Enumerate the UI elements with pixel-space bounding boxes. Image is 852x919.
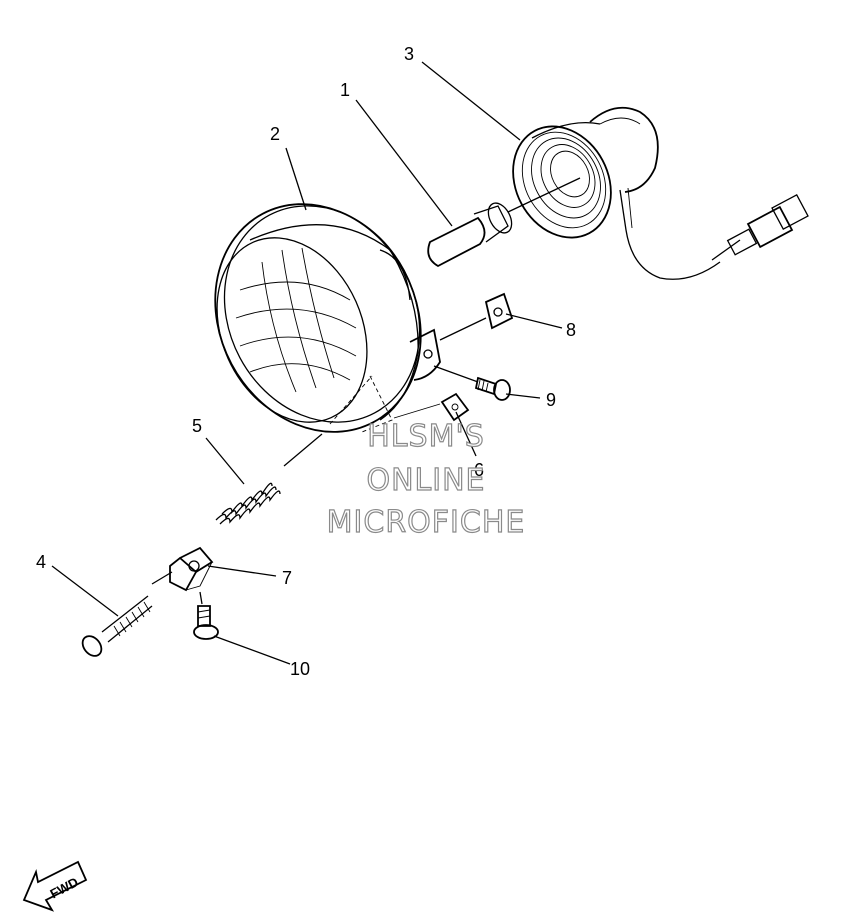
callout-9: 9	[546, 390, 556, 410]
part-8-nut-clip[interactable]	[484, 292, 514, 330]
part-1-bulb[interactable]	[427, 177, 581, 268]
watermark-line-1: HLSM'S	[367, 419, 485, 454]
part-7-bracket[interactable]	[169, 546, 214, 592]
part-3-socket-boot[interactable]	[494, 106, 721, 280]
watermark-line-3: MICROFICHE	[327, 505, 526, 540]
watermark: HLSM'S ONLINE MICROFICHE	[326, 418, 526, 540]
fwd-label: FWD	[48, 874, 81, 901]
part-2-headlight-housing[interactable]	[176, 168, 487, 468]
callout-1: 1	[340, 80, 350, 100]
callout-3: 3	[404, 44, 414, 64]
fwd-arrow-icon: FWD	[22, 860, 88, 912]
connector-plug-icon	[711, 193, 809, 261]
callout-2: 2	[270, 124, 280, 144]
callout-10: 10	[290, 659, 310, 679]
callout-7: 7	[282, 568, 292, 588]
part-9-screw[interactable]	[433, 365, 511, 401]
callout-8: 8	[566, 320, 576, 340]
callout-4: 4	[36, 552, 46, 572]
callout-5: 5	[192, 416, 202, 436]
part-6-nut[interactable]	[393, 392, 470, 422]
part-10-screw[interactable]	[193, 591, 219, 640]
part-5-spring[interactable]	[215, 433, 323, 525]
callout-6: 6	[474, 460, 484, 480]
leader-lines	[51, 61, 563, 665]
watermark-line-2: ONLINE	[366, 463, 485, 498]
part-4-bolt[interactable]	[79, 571, 173, 660]
